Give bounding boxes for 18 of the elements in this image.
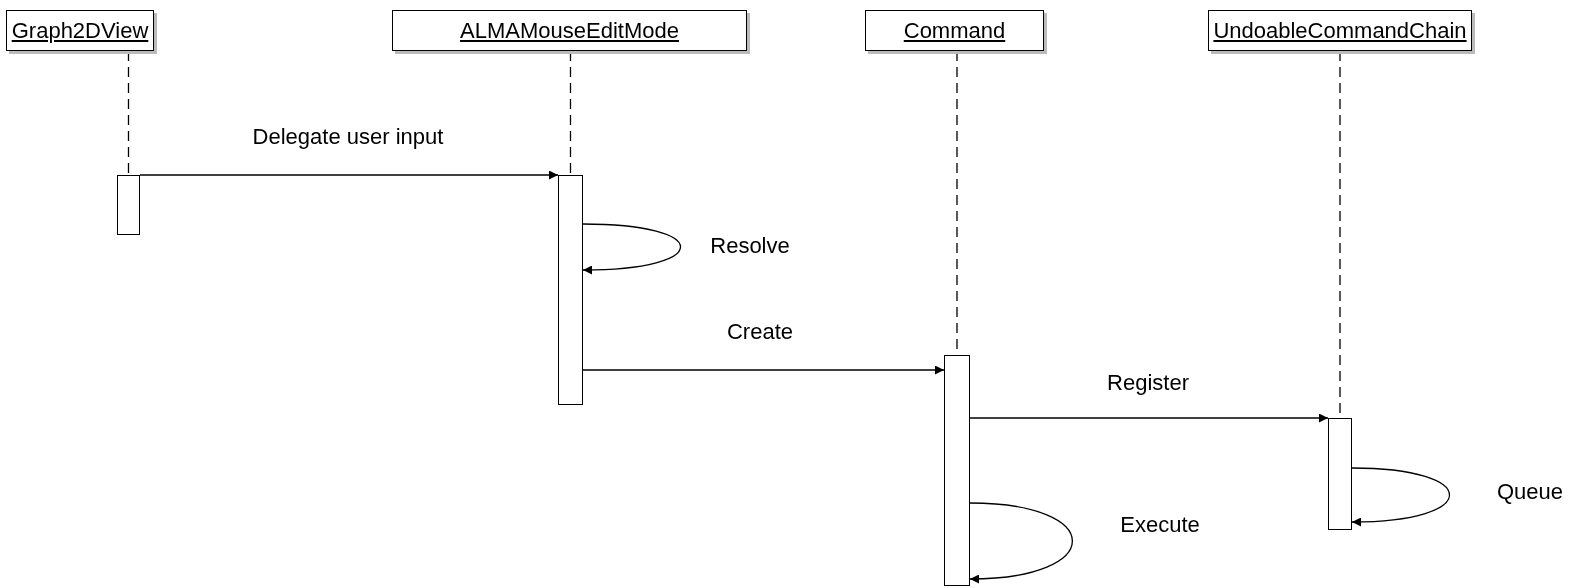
self-message-arrow (1351, 467, 1451, 527)
message-arrow (582, 365, 945, 375)
self-message-arrow (969, 502, 1074, 584)
lifeline-head-box (1208, 10, 1472, 51)
self-message-arrow (582, 223, 682, 275)
activation-bar (1328, 418, 1352, 530)
activation-bar (117, 175, 140, 235)
message-arrow (139, 170, 559, 180)
object-name: UndoableCommandChain (1213, 17, 1467, 44)
activation-bar (944, 355, 970, 586)
message-arrow (969, 413, 1329, 423)
object-name: ALMAMouseEditMode (460, 17, 679, 44)
lifeline-head-box (6, 10, 154, 51)
object-name: Command (903, 17, 1006, 44)
lifeline-head-box (865, 10, 1044, 51)
object-name: Graph2DView (11, 17, 149, 44)
lifeline-head-box (392, 10, 747, 51)
activation-bar (558, 175, 583, 405)
